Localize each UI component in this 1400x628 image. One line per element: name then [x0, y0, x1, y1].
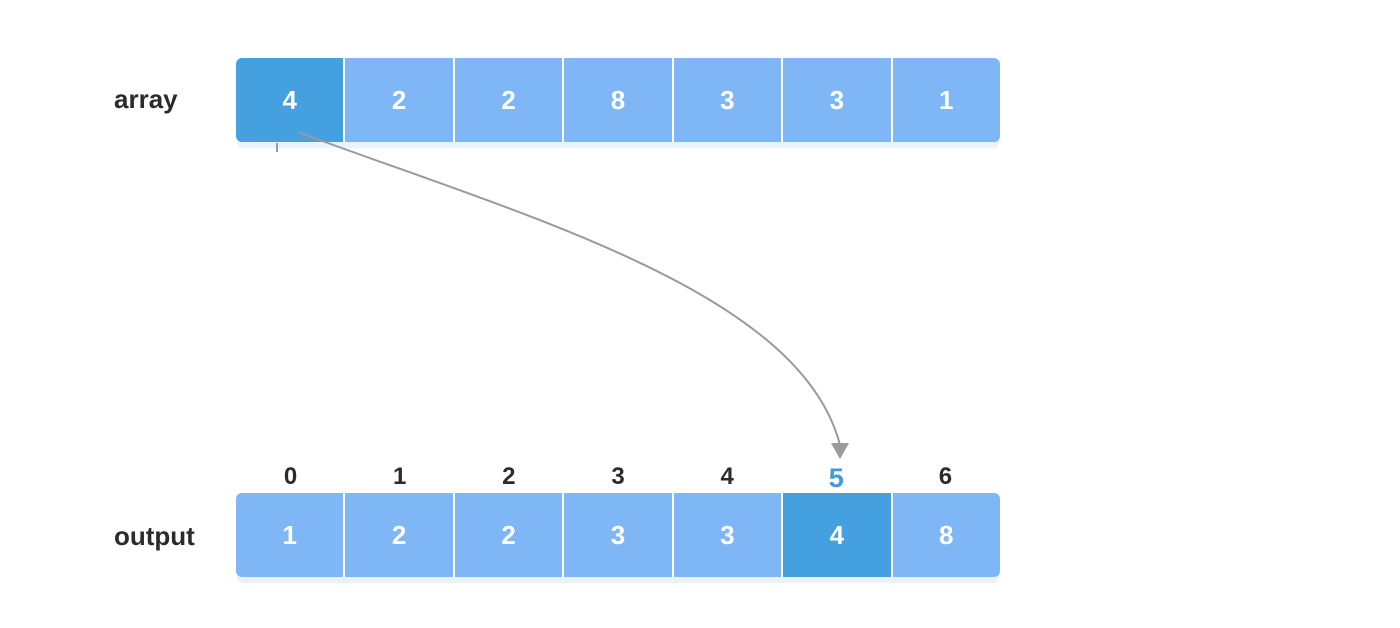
- input-array: 4 2 2 8 3 3 1: [236, 58, 1000, 142]
- array-cell: 3: [783, 58, 893, 142]
- output-cell: 2: [454, 493, 565, 577]
- output-cell: 8: [892, 493, 1000, 577]
- array-label: array: [114, 84, 178, 114]
- output-cell: 3: [673, 493, 784, 577]
- array-cell: 3: [673, 58, 784, 142]
- output-index-highlighted: 5: [828, 463, 844, 493]
- output-index: 0: [283, 463, 298, 490]
- array-cell: 8: [564, 58, 674, 142]
- output-index: 2: [502, 463, 516, 490]
- array-cell: 4: [236, 58, 346, 142]
- output-cell: 1: [236, 493, 346, 577]
- output-cell: 3: [564, 493, 674, 577]
- output-array: 1 2 2 3 3 4 8: [236, 493, 1000, 577]
- arrow-head: [831, 443, 849, 459]
- output-index: 1: [393, 463, 407, 490]
- output-label: output: [114, 521, 195, 551]
- arrow-curve: [297, 131, 841, 446]
- output-index-row: 0 1 2 3 4 5 6: [236, 463, 1000, 494]
- output-cell-highlighted: 4: [783, 493, 893, 577]
- output-index: 3: [611, 463, 625, 490]
- output-index: 4: [720, 463, 734, 490]
- array-cell: 2: [454, 58, 565, 142]
- array-cell: 2: [345, 58, 455, 142]
- output-index: 6: [938, 463, 953, 490]
- output-cell: 2: [345, 493, 455, 577]
- array-cell: 1: [892, 58, 1000, 142]
